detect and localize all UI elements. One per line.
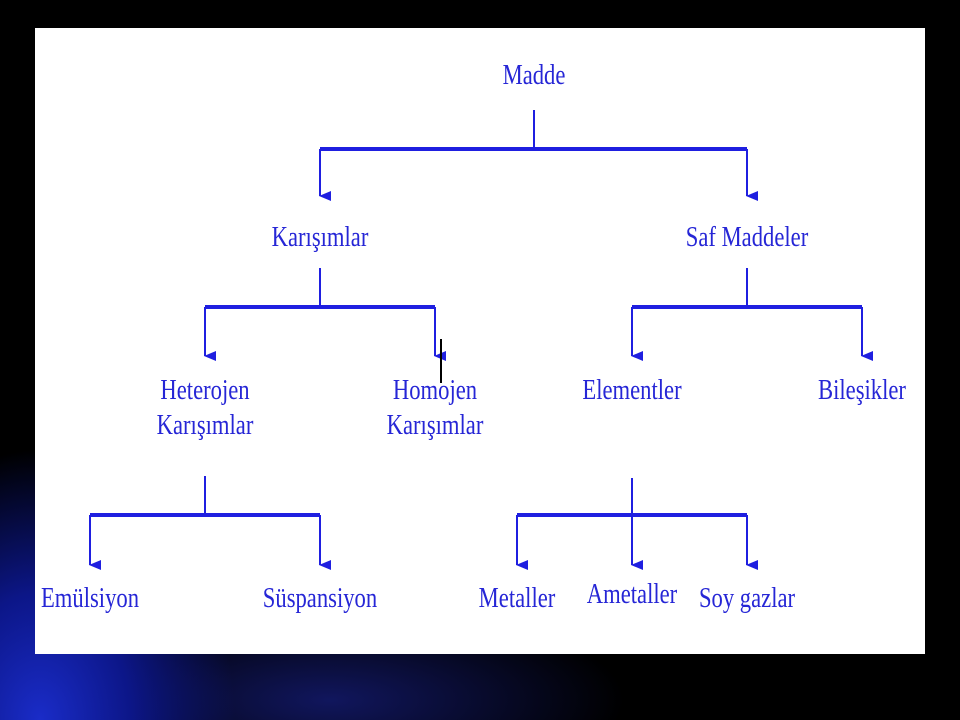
- node-madde: Madde: [502, 59, 566, 91]
- text-cursor: [440, 339, 442, 383]
- node-elementler: Elementler: [582, 374, 682, 406]
- slide: Madde Karışımlar Saf Maddeler Heterojen …: [35, 28, 925, 654]
- node-metaller: Metaller: [478, 582, 556, 614]
- node-bilesikler: Bileşikler: [818, 374, 906, 406]
- node-soy-gazlar: Soy gazlar: [698, 582, 796, 614]
- node-karisimlar: Karışımlar: [271, 221, 369, 253]
- node-heterojen-karisimlar: Heterojen Karışımlar: [156, 374, 254, 441]
- node-emulsiyon: Emülsiyon: [40, 582, 140, 614]
- node-suspansiyon: Süspansiyon: [262, 582, 378, 614]
- tree-connectors: [89, 110, 873, 570]
- node-homojen-karisimlar: Homojen Karışımlar: [386, 374, 484, 441]
- node-saf-maddeler: Saf Maddeler: [685, 221, 809, 253]
- node-ametaller: Ametaller: [586, 578, 678, 610]
